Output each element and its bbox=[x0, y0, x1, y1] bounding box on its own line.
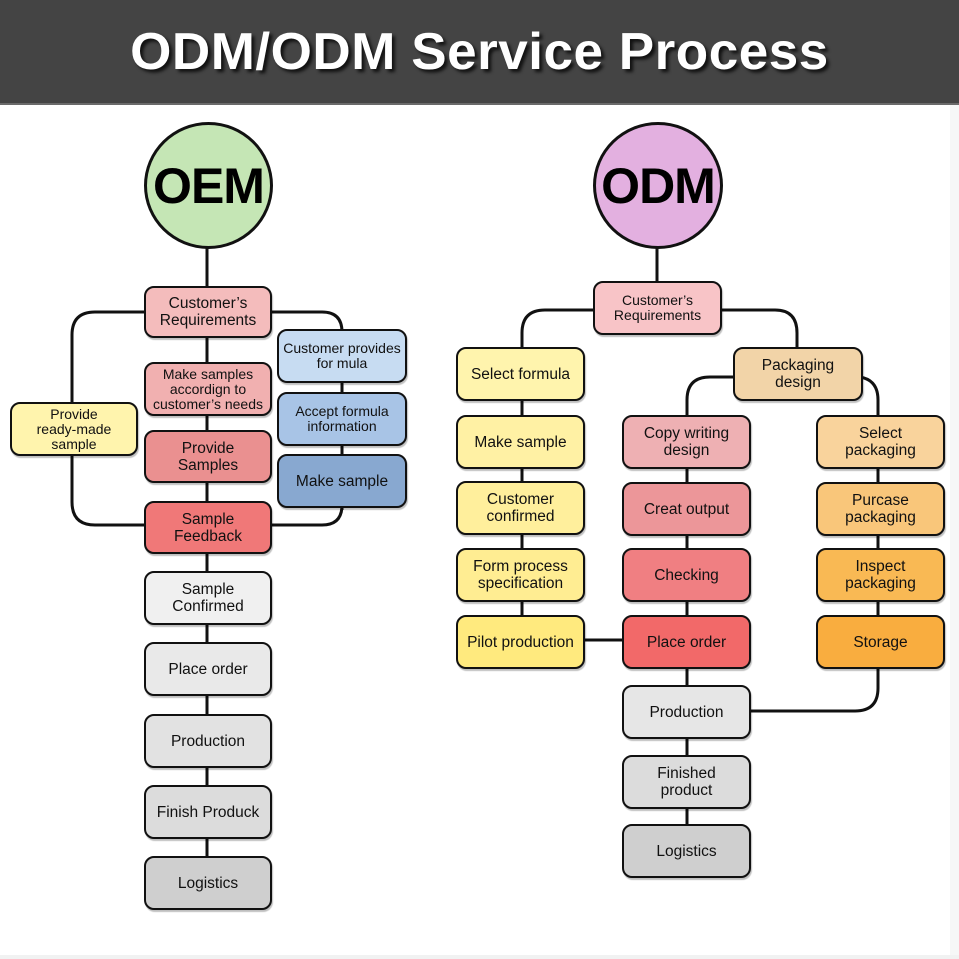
odm-select-packaging: Select packaging bbox=[816, 415, 945, 469]
oem-make-samples: Make samples accordign to customer’s nee… bbox=[144, 362, 272, 416]
odm-customer-confirmed: Customer confirmed bbox=[456, 481, 585, 535]
title-banner: ODM/ODM Service Process bbox=[0, 0, 959, 105]
odm-purcase-packaging: Purcase packaging bbox=[816, 482, 945, 536]
odm-place-order: Place order bbox=[622, 615, 751, 669]
oem-logistics: Logistics bbox=[144, 856, 272, 910]
oem-provide-ready-made-sample: Provide ready-made sample bbox=[10, 402, 138, 456]
oem-production: Production bbox=[144, 714, 272, 768]
connector bbox=[270, 504, 344, 527]
odm-form-process-specification: Form process specification bbox=[456, 548, 585, 602]
oem-circle: OEM bbox=[144, 122, 273, 249]
odm-packaging-design: Packaging design bbox=[733, 347, 863, 401]
odm-production: Production bbox=[622, 685, 751, 739]
connector bbox=[718, 308, 799, 349]
oem-customer-provides-formula: Customer provides for mula bbox=[277, 329, 407, 383]
connector bbox=[685, 375, 737, 418]
oem-label: OEM bbox=[153, 157, 265, 214]
connector bbox=[520, 308, 596, 349]
page-edge bbox=[950, 105, 959, 959]
odm-circle: ODM bbox=[593, 122, 723, 249]
odm-pilot-production: Pilot production bbox=[456, 615, 585, 669]
page-edge bbox=[0, 955, 959, 959]
odm-logistics: Logistics bbox=[622, 824, 751, 878]
odm-finished-product: Finished product bbox=[622, 755, 751, 809]
odm-customer-requirements: Customer’s Requirements bbox=[593, 281, 722, 335]
odm-copy-writing-design: Copy writing design bbox=[622, 415, 751, 469]
odm-make-sample: Make sample bbox=[456, 415, 585, 469]
oem-make-sample: Make sample bbox=[277, 454, 407, 508]
odm-label: ODM bbox=[601, 157, 716, 214]
oem-accept-formula-information: Accept formula information bbox=[277, 392, 407, 446]
odm-creat-output: Creat output bbox=[622, 482, 751, 536]
oem-place-order: Place order bbox=[144, 642, 272, 696]
connector bbox=[750, 666, 880, 713]
oem-finish-product: Finish Produck bbox=[144, 785, 272, 839]
connector bbox=[859, 375, 880, 418]
oem-sample-feedback: Sample Feedback bbox=[144, 501, 272, 554]
odm-inspect-packaging: Inspect packaging bbox=[816, 548, 945, 602]
oem-customer-requirements: Customer’s Requirements bbox=[144, 286, 272, 338]
odm-checking: Checking bbox=[622, 548, 751, 602]
oem-sample-confirmed: Sample Confirmed bbox=[144, 571, 272, 625]
connector bbox=[270, 310, 344, 333]
odm-storage: Storage bbox=[816, 615, 945, 669]
page-title: ODM/ODM Service Process bbox=[130, 22, 829, 81]
odm-select-formula: Select formula bbox=[456, 347, 585, 401]
oem-provide-samples: Provide Samples bbox=[144, 430, 272, 483]
